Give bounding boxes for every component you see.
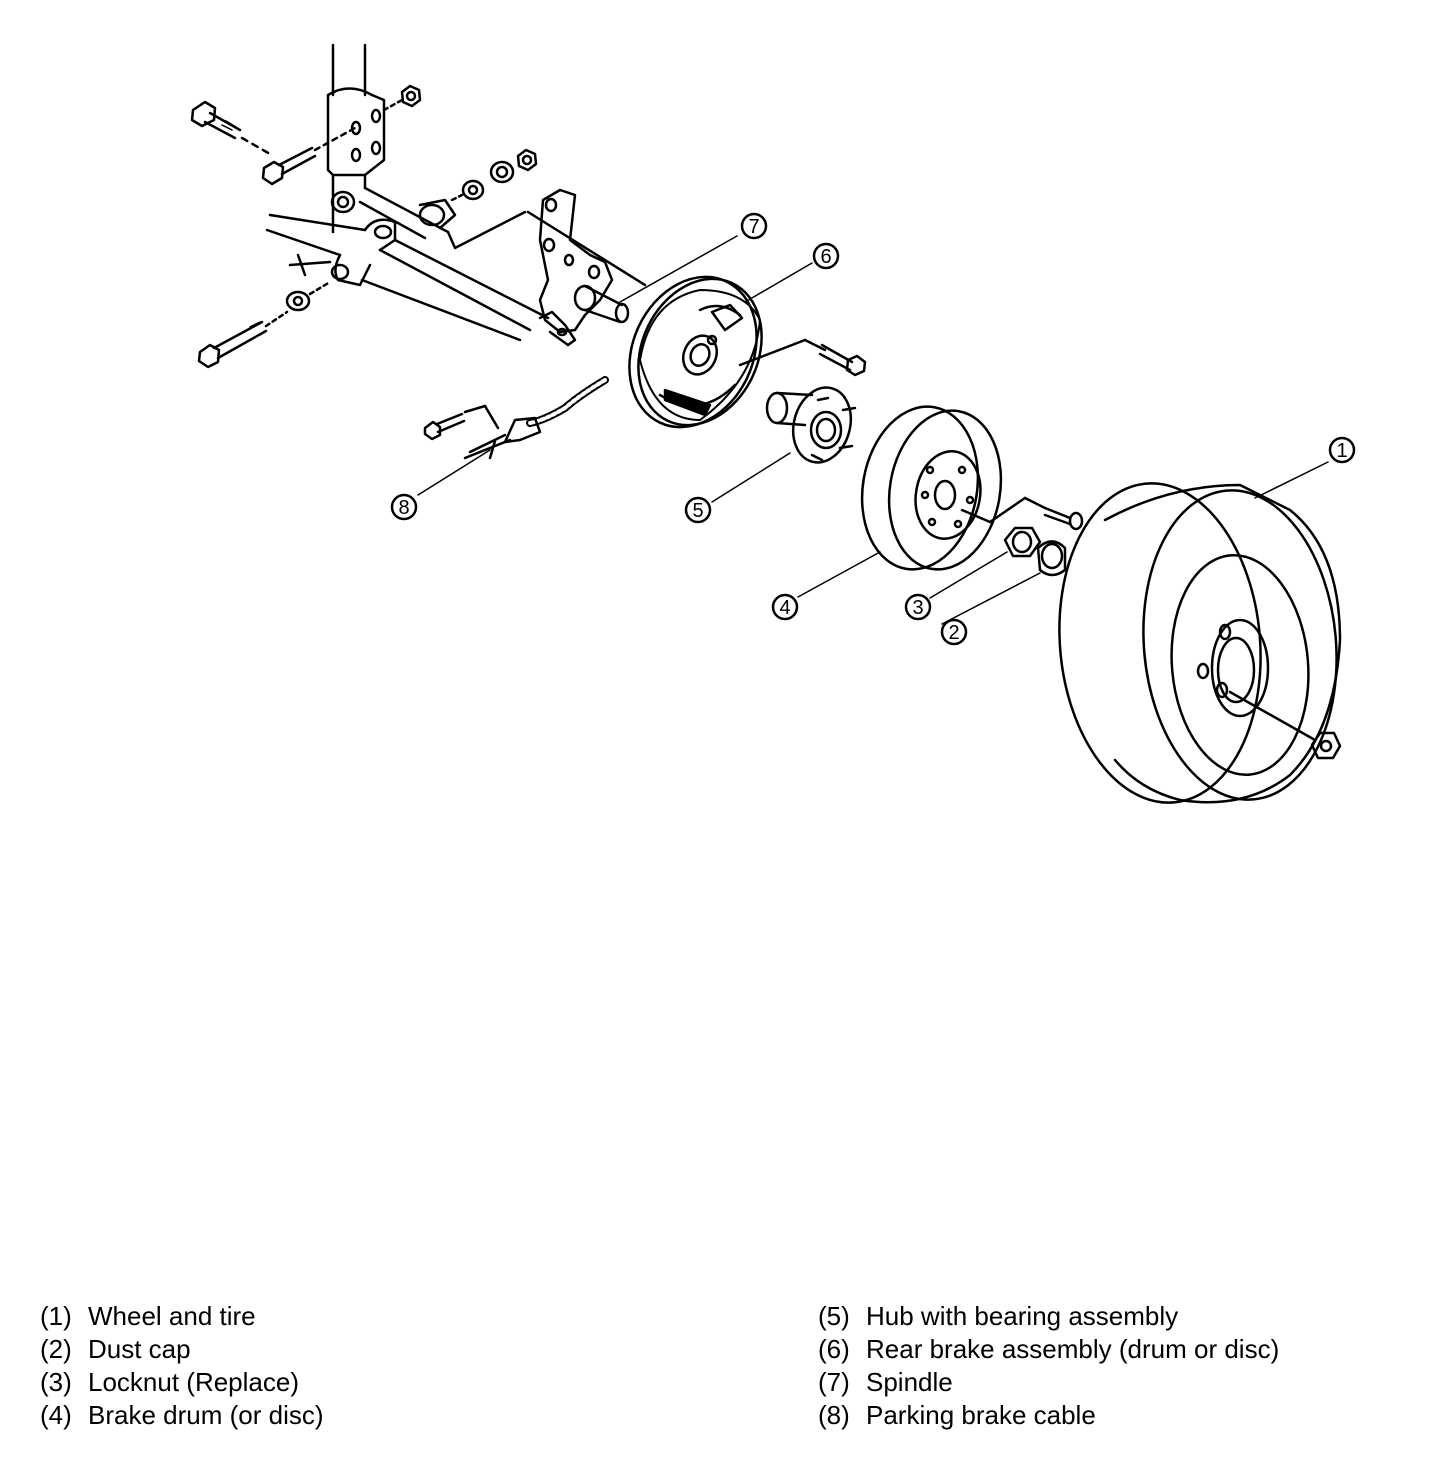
hub-bearing-assembly xyxy=(765,386,857,464)
legend-item: (3) Locknut (Replace) xyxy=(40,1366,324,1399)
legend-item: (4) Brake drum (or disc) xyxy=(40,1399,324,1432)
callout-3: 3 xyxy=(904,593,932,621)
legend-number: (5) xyxy=(818,1301,850,1331)
callout-leaders xyxy=(417,235,1329,625)
legend-label: Locknut (Replace) xyxy=(88,1367,299,1397)
callout-4-label: 4 xyxy=(779,597,790,619)
legend-label: Rear brake assembly (drum or disc) xyxy=(866,1334,1280,1364)
locknut xyxy=(1003,526,1042,558)
legend-number: (6) xyxy=(818,1334,850,1364)
brake-drum xyxy=(860,405,1003,571)
legend-number: (8) xyxy=(818,1400,850,1430)
callout-2: 2 xyxy=(940,618,968,646)
callout-3-label: 3 xyxy=(912,597,923,619)
strut-upper-bolt xyxy=(190,100,272,156)
brake-backing-plate xyxy=(628,275,763,429)
callout-1-label: 1 xyxy=(1336,440,1347,462)
callout-8-label: 8 xyxy=(398,497,409,519)
spindle-knuckle xyxy=(538,188,630,347)
legend-number: (2) xyxy=(40,1334,72,1364)
legend-item: (1) Wheel and tire xyxy=(40,1300,324,1333)
suspension-arm xyxy=(265,186,647,342)
strut-lower-bolt xyxy=(261,126,357,186)
legend-number: (7) xyxy=(818,1367,850,1397)
brake-bolt xyxy=(738,338,867,377)
exploded-view-diagram: 1 2 3 4 5 6 7 8 xyxy=(190,43,1356,804)
legend-label: Dust cap xyxy=(88,1334,191,1364)
legend-label: Spindle xyxy=(866,1367,953,1397)
callout-2-label: 2 xyxy=(948,622,959,644)
legend-number: (4) xyxy=(40,1400,72,1430)
callout-7: 7 xyxy=(740,212,768,240)
parking-brake-cable xyxy=(423,376,609,460)
callout-1: 1 xyxy=(1328,436,1356,464)
drum-screw xyxy=(960,496,1084,531)
callout-4: 4 xyxy=(771,593,799,621)
legend-item: (8) Parking brake cable xyxy=(818,1399,1279,1432)
strut-tube xyxy=(326,43,386,234)
wheel-and-tire xyxy=(1058,482,1342,804)
callout-6-label: 6 xyxy=(820,246,831,268)
legend-item: (6) Rear brake assembly (drum or disc) xyxy=(818,1333,1279,1366)
callout-5-label: 5 xyxy=(692,500,703,522)
callout-5: 5 xyxy=(684,496,712,524)
callout-6: 6 xyxy=(812,242,840,270)
legend-number: (1) xyxy=(40,1301,72,1331)
callout-7-label: 7 xyxy=(748,216,759,238)
bushing-washer xyxy=(330,190,356,214)
lower-arm-bolt xyxy=(197,280,332,369)
legend-right-column: (5) Hub with bearing assembly (6) Rear bra… xyxy=(818,1300,1279,1432)
legend-label: Brake drum (or disc) xyxy=(88,1400,324,1430)
legend-number: (3) xyxy=(40,1367,72,1397)
legend-left-column: (1) Wheel and tire (2) Dust cap (3) Locknut… xyxy=(40,1300,324,1432)
legend-label: Parking brake cable xyxy=(866,1400,1096,1430)
nut-washer-set xyxy=(450,148,538,202)
dust-cap xyxy=(1036,540,1067,577)
strut-nut xyxy=(382,84,422,112)
callout-8: 8 xyxy=(390,493,418,521)
legend-label: Wheel and tire xyxy=(88,1301,256,1331)
legend-item: (5) Hub with bearing assembly xyxy=(818,1300,1279,1333)
legend-item: (2) Dust cap xyxy=(40,1333,324,1366)
legend-item: (7) Spindle xyxy=(818,1366,1279,1399)
legend-label: Hub with bearing assembly xyxy=(866,1301,1179,1331)
